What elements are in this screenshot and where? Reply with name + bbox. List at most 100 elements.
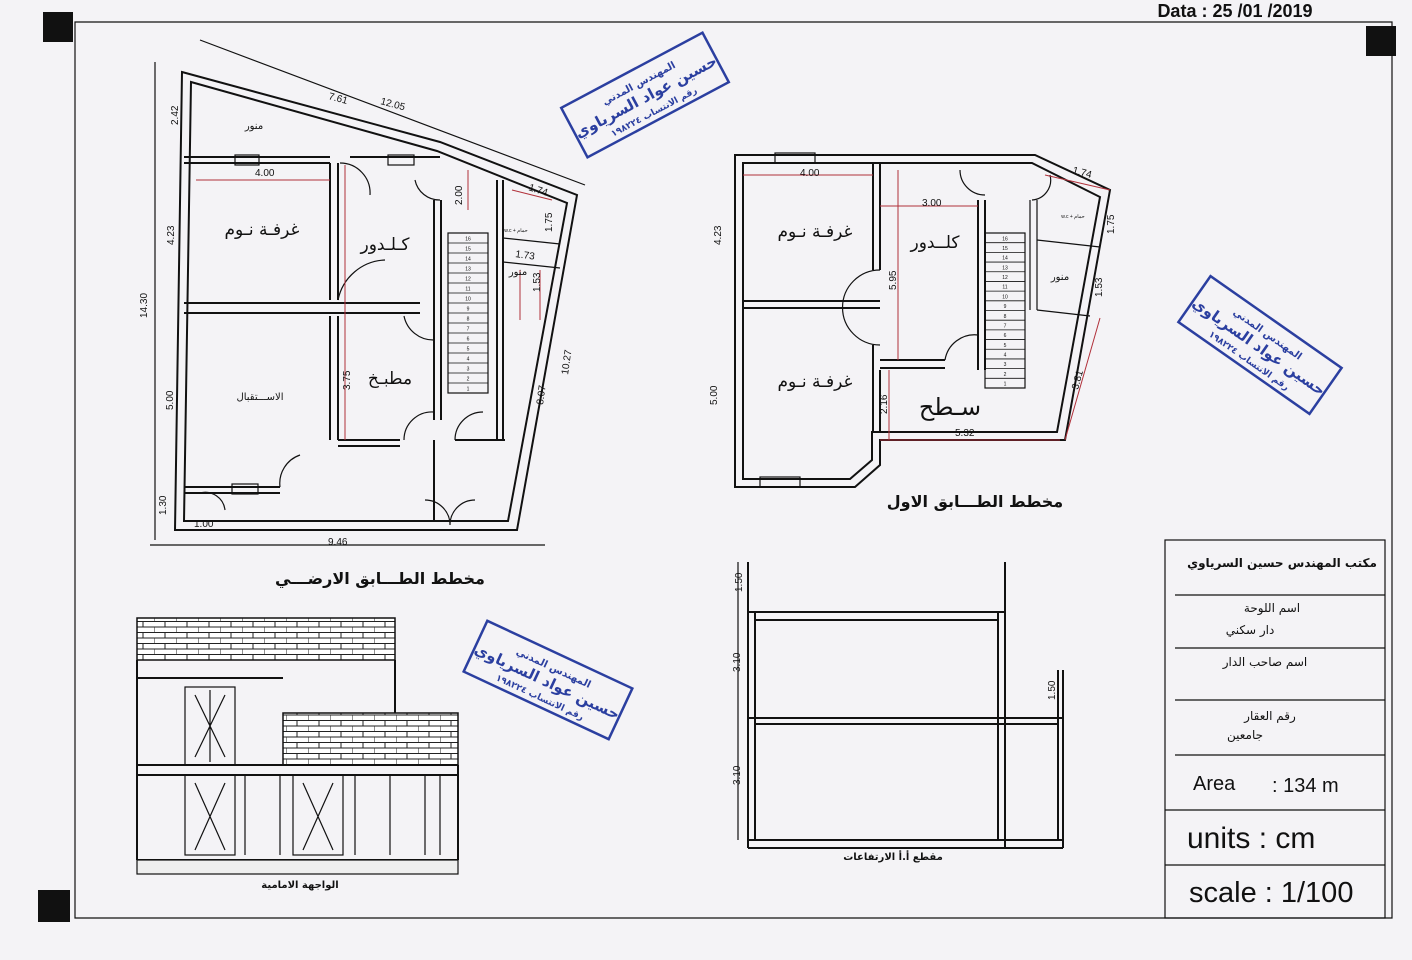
stair-step-number: 12 <box>1002 275 1008 281</box>
stair-step-number: 8 <box>1004 314 1007 320</box>
stair-step-number: 3 <box>467 367 470 373</box>
room-label: سـطح <box>919 393 981 421</box>
dimension: 3.00 <box>922 198 942 209</box>
room-label: مطبـخ <box>368 369 412 389</box>
dimension: 1.74 <box>1071 165 1093 181</box>
dimension: 1.50 <box>734 572 745 592</box>
dimension: 3.75 <box>342 370 353 390</box>
stair-step-number: 16 <box>1002 236 1008 242</box>
dimension: 4.00 <box>800 168 820 179</box>
dimension: 2.42 <box>170 105 181 125</box>
stair-step-number: 5 <box>1004 343 1007 349</box>
owner-label: اسم صاحب الدار <box>1222 655 1307 670</box>
sheet-name: دار سكني <box>1226 623 1275 638</box>
stair-step-number: 6 <box>1004 333 1007 339</box>
stair-step-number: 14 <box>465 257 471 263</box>
dimension: 1.53 <box>532 272 543 292</box>
stair-step-number: 4 <box>467 357 470 363</box>
dimension: 5.00 <box>709 385 720 405</box>
dimension: 14.30 <box>139 293 150 318</box>
stair-step-number: 15 <box>465 247 471 253</box>
dimension: 12.05 <box>379 96 406 113</box>
room-label: غرفـة نـوم <box>225 220 300 240</box>
dimension: 1.00 <box>194 519 214 530</box>
dimension: 2.00 <box>454 185 465 205</box>
area-label: Area <box>1193 773 1236 795</box>
plot-label: رقم العقار <box>1243 709 1296 724</box>
room-label: w.c + حمام <box>504 228 528 234</box>
stair-step-number: 6 <box>467 337 470 343</box>
stair-step-number: 10 <box>465 297 471 303</box>
dimension: 10.27 <box>560 349 574 376</box>
stair-step-number: 13 <box>465 267 471 273</box>
room-label: منور <box>1050 272 1069 283</box>
dimension: 3.81 <box>1070 369 1086 391</box>
ground-floor-title: مخطط الطـــابق الارضـــي <box>275 569 485 589</box>
dimension: 1.50 <box>1047 680 1058 700</box>
dimension: 8.07 <box>535 384 549 405</box>
first-floor-title: مخطط الطـــابق الاول <box>887 492 1063 511</box>
dimension: 3.10 <box>732 765 743 785</box>
dimension: 1.30 <box>158 495 169 515</box>
dimension: 4.00 <box>255 168 275 179</box>
dimension: 2.16 <box>879 394 890 414</box>
dimension: 7.61 <box>327 91 349 107</box>
room-label: كـلـدور <box>359 235 410 255</box>
section-title: مقطع أ.أ الارتفاعات <box>843 850 943 863</box>
room-label: w.c + حمام <box>1061 214 1085 220</box>
engineer-stamp: المهندس المدني حسين عواد السرياوي رقم ال… <box>1176 274 1344 416</box>
stair-step-number: 4 <box>1004 353 1007 359</box>
dimension: 9.46 <box>328 537 348 548</box>
dimension: 1.73 <box>515 249 536 263</box>
stair-step-number: 8 <box>467 317 470 323</box>
registration-mark <box>38 890 70 922</box>
engineer-stamp: المهندس المدني حسين عواد السرياوي رقم ال… <box>462 619 634 741</box>
stair-step-number: 15 <box>1002 246 1008 252</box>
front-facade: الواجهة الامامية <box>136 617 459 891</box>
stair-step-number: 9 <box>1004 304 1007 310</box>
registration-mark <box>43 12 73 42</box>
registration-mark <box>1366 26 1396 56</box>
room-label: غرفـة نـوم <box>778 222 853 242</box>
dimension: 5.32 <box>955 428 975 439</box>
stair-step-number: 11 <box>1002 285 1007 291</box>
stair-step-number: 2 <box>467 377 470 383</box>
facade-title: الواجهة الامامية <box>261 880 338 891</box>
dimension: 5.95 <box>888 270 899 290</box>
stair-step-number: 7 <box>467 327 470 333</box>
title-block: مكتب المهندس حسين السرياوي اسم اللوحة دا… <box>1164 539 1386 919</box>
dimension: 1.75 <box>1106 214 1117 234</box>
stair-step-number: 7 <box>1004 323 1007 329</box>
office-name: مكتب المهندس حسين السرياوي <box>1187 556 1377 571</box>
dimension: 5.00 <box>165 390 176 410</box>
room-label: غرفـة نـوم <box>778 372 853 392</box>
engineer-stamp: المهندس المدني حسين عواد السرياوي رقم ال… <box>559 31 731 159</box>
room-label: منور <box>244 121 263 132</box>
sheet-border <box>74 21 1393 919</box>
dimension: 1.53 <box>1094 277 1105 297</box>
room-label: الاســـتقبال <box>236 392 283 403</box>
section-aa: 1.50 3.10 3.10 1.50 مقطع أ.أ الارتفاعات <box>732 562 1064 863</box>
stair-step-number: 10 <box>1002 294 1008 300</box>
stair-step-number: 13 <box>1002 265 1008 271</box>
stair-step-number: 5 <box>467 347 470 353</box>
dimension: 1.75 <box>544 212 555 232</box>
room-label: منور <box>508 267 527 278</box>
dimension: 3.10 <box>732 652 743 672</box>
stair-step-number: 14 <box>1002 256 1008 262</box>
stair-step-number: 1 <box>1004 382 1007 388</box>
room-label: كلــدور <box>909 233 960 253</box>
stair-step-number: 16 <box>465 237 471 243</box>
stair-step-number: 12 <box>465 277 471 283</box>
stair-step-number: 11 <box>465 287 470 293</box>
area-value: : 134 m <box>1272 775 1339 797</box>
stair-step-number: 3 <box>1004 362 1007 368</box>
plot-value: جامعين <box>1227 728 1263 743</box>
dimension: 4.23 <box>713 225 724 245</box>
dimension: 4.23 <box>166 225 177 245</box>
stair-step-number: 1 <box>467 387 470 393</box>
